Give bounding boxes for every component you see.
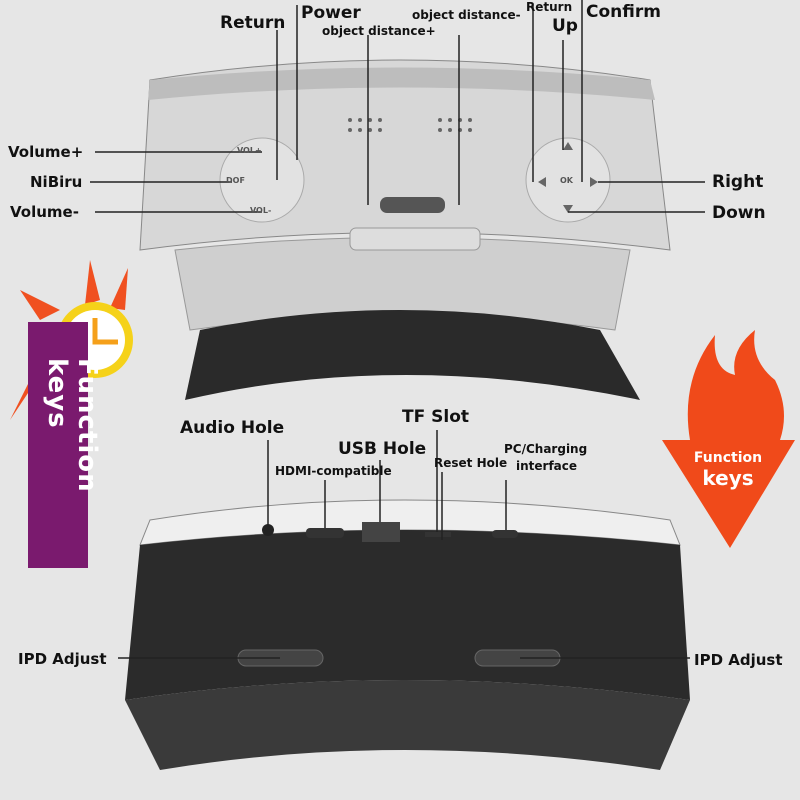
leader-lines-top <box>90 0 705 213</box>
label-hdmi: HDMI-compatible <box>275 464 392 478</box>
label-volume-plus: Volume+ <box>8 143 84 161</box>
label-up: Up <box>552 16 578 36</box>
label-return: Return <box>220 13 286 33</box>
mark-ok: OK <box>560 176 573 185</box>
label-volume-minus: Volume- <box>10 203 79 221</box>
label-object-distance-plus: object distance+ <box>322 24 436 38</box>
function-keys-arrow-line2: keys <box>702 466 754 490</box>
label-audio-hole: Audio Hole <box>180 418 285 438</box>
label-pc-charging-1: PC/Charging <box>504 442 588 456</box>
label-ipd-adjust-right: IPD Adjust <box>694 651 783 669</box>
label-power: Power <box>301 3 361 23</box>
label-confirm: Confirm <box>586 2 661 22</box>
headset-bottom-view <box>125 499 690 770</box>
label-reset-hole: Reset Hole <box>434 456 508 470</box>
flame-arrow-icon <box>662 330 795 548</box>
label-tf-slot: TF Slot <box>402 407 470 427</box>
label-nibiru: NiBiru <box>30 173 83 191</box>
label-pc-charging-2: interface <box>516 459 578 473</box>
mark-vol-minus: VOL- <box>250 206 272 215</box>
mark-vol-plus: VOL+ <box>237 146 262 155</box>
function-keys-arrow: Function keys <box>668 450 788 490</box>
label-return-right: Return <box>526 0 573 14</box>
leader-lines-bottom <box>118 430 690 659</box>
function-keys-banner: Function keys <box>28 322 102 568</box>
label-ipd-adjust-left: IPD Adjust <box>18 650 107 668</box>
mark-dof: DOF <box>226 176 245 185</box>
label-down: Down <box>712 203 766 223</box>
label-object-distance-minus: object distance- <box>412 8 521 22</box>
headset-top-view <box>139 59 671 400</box>
function-keys-arrow-line1: Function <box>693 450 763 466</box>
function-keys-banner-text: Function keys <box>42 358 102 493</box>
label-right: Right <box>712 172 764 192</box>
label-usb-hole: USB Hole <box>338 439 427 459</box>
